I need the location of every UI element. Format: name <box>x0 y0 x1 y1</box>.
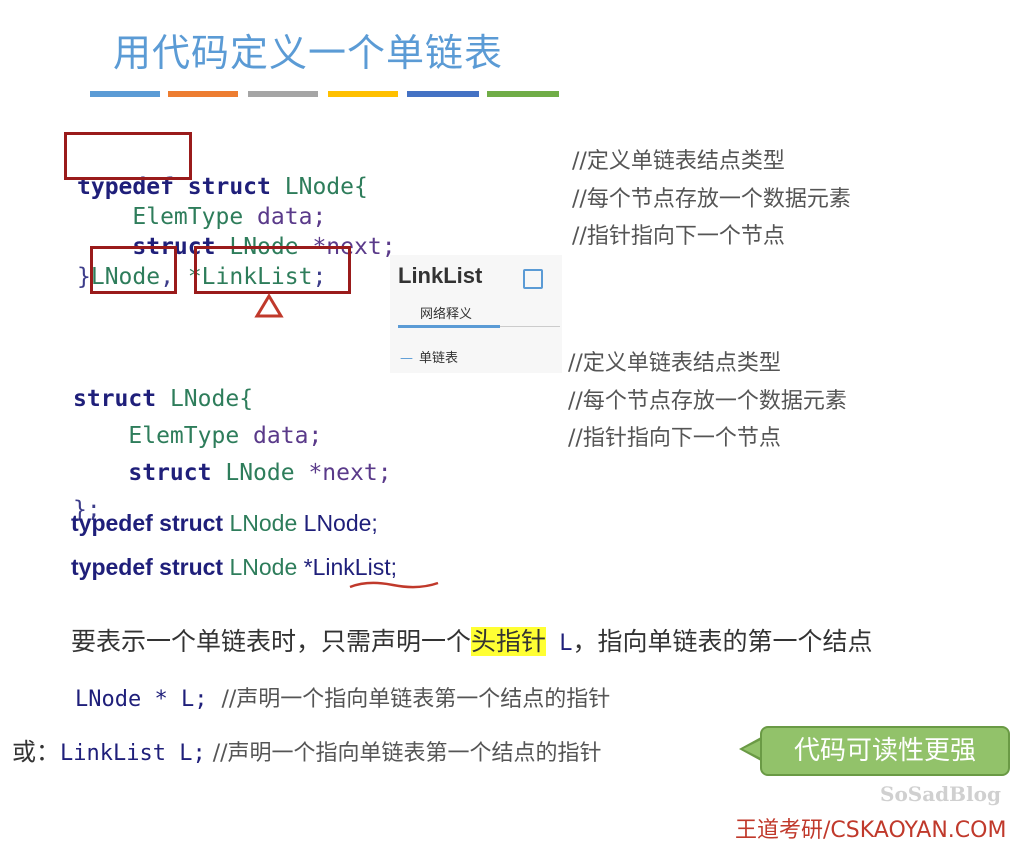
typedef-alias: LinkList <box>312 554 391 580</box>
para-pre: 要表示一个单链表时，只需声明一个 <box>71 627 472 656</box>
popup-title: LinkList <box>398 263 483 288</box>
color-bar-4 <box>328 91 398 97</box>
typedef-highlight-box <box>64 132 192 180</box>
type-elemtype: ElemType <box>128 423 240 449</box>
color-bar-5 <box>407 91 479 97</box>
linklist-highlight-box <box>194 246 351 294</box>
decl-code: LNode * L; <box>75 687 208 712</box>
decl-prefix: 或： <box>12 738 60 766</box>
var-next: *next; <box>308 460 392 486</box>
semicolon: ; <box>390 554 397 580</box>
type-elemtype: ElemType <box>132 204 244 230</box>
definition-text: 单链表 <box>419 351 459 366</box>
dictionary-popup[interactable]: LinkList 网络释义 — 单链表 <box>390 255 562 373</box>
page-title: 用代码定义一个单链表 <box>113 31 504 75</box>
pointer-star: * <box>303 554 313 580</box>
comment-1: //定义单链表结点类型 <box>572 149 785 174</box>
declaration-2: 或：LinkList L; //声明一个指向单链表第一个结点的指针 <box>12 732 602 767</box>
comma: , <box>160 264 174 290</box>
para-var: L <box>546 631 573 656</box>
typedef-keyword: typedef struct <box>71 554 224 580</box>
declaration-1: LNode * L; //声明一个指向单链表第一个结点的指针 <box>75 681 610 713</box>
footer-brand: 王道考研/CSKAOYAN.COM <box>735 818 1007 843</box>
struct-name: LNode{ <box>169 386 254 412</box>
readability-callout: 代码可读性更强 <box>760 726 1010 776</box>
typedef-source: LNode <box>229 510 298 536</box>
typedef-source: LNode <box>229 554 298 580</box>
code-block-2: struct LNode{ ElemType data; struct LNod… <box>73 344 392 529</box>
typedef-line-2: typedef struct LNode *LinkList; <box>71 554 397 581</box>
decl-comment: //声明一个指向单链表第一个结点的指针 <box>221 687 611 712</box>
tab-divider <box>500 326 560 327</box>
struct-name: LNode{ <box>284 174 368 200</box>
dash-icon: — <box>400 351 413 366</box>
keyword-struct: struct <box>128 460 212 486</box>
comment-3: //指针指向下一个节点 <box>572 224 785 249</box>
comment-5: //每个节点存放一个数据元素 <box>568 389 847 414</box>
semicolon: ; <box>312 264 327 290</box>
decl-comment: //声明一个指向单链表第一个结点的指针 <box>212 741 602 766</box>
closing-brace: }; <box>73 497 101 523</box>
lnode-highlight-box <box>90 246 177 294</box>
red-underline <box>349 581 439 589</box>
keyword-struct: struct <box>187 174 271 200</box>
tab-underline <box>398 325 500 328</box>
color-bar-1 <box>90 91 160 97</box>
var-data: data; <box>257 204 327 230</box>
tab-web-definition[interactable]: 网络释义 <box>420 307 473 322</box>
comment-6: //指针指向下一个节点 <box>568 426 781 451</box>
type-lnode: LNode <box>225 460 295 486</box>
comment-2: //每个节点存放一个数据元素 <box>572 187 851 212</box>
keyword-struct: struct <box>73 386 157 412</box>
typedef-alias: LNode; <box>303 510 378 536</box>
triangle-marker-icon <box>254 293 284 318</box>
comment-4: //定义单链表结点类型 <box>568 351 781 376</box>
decl-code: LinkList L; <box>60 741 206 766</box>
definition-item: — 单链表 <box>400 347 458 366</box>
color-bar-6 <box>487 91 559 97</box>
typedef-keyword: typedef struct <box>71 510 224 536</box>
explanation-paragraph: 要表示一个单链表时，只需声明一个头指针 L，指向单链表的第一个结点 <box>71 622 873 658</box>
bookmark-add-icon[interactable] <box>523 269 543 289</box>
color-bar-2 <box>168 91 238 97</box>
alias-linklist: *LinkList <box>187 264 313 290</box>
var-data: data; <box>253 423 323 449</box>
color-bar-3 <box>248 91 318 97</box>
callout-arrow-inner <box>743 740 761 758</box>
alias-lnode: LNode <box>90 264 161 290</box>
typedef-line-1: typedef struct LNode LNode; <box>71 510 378 537</box>
para-post: ，指向单链表的第一个结点 <box>572 627 873 656</box>
para-highlight: 头指针 <box>471 627 547 656</box>
closing-brace: } <box>77 264 91 290</box>
watermark: SoSadBlog <box>880 782 1001 806</box>
